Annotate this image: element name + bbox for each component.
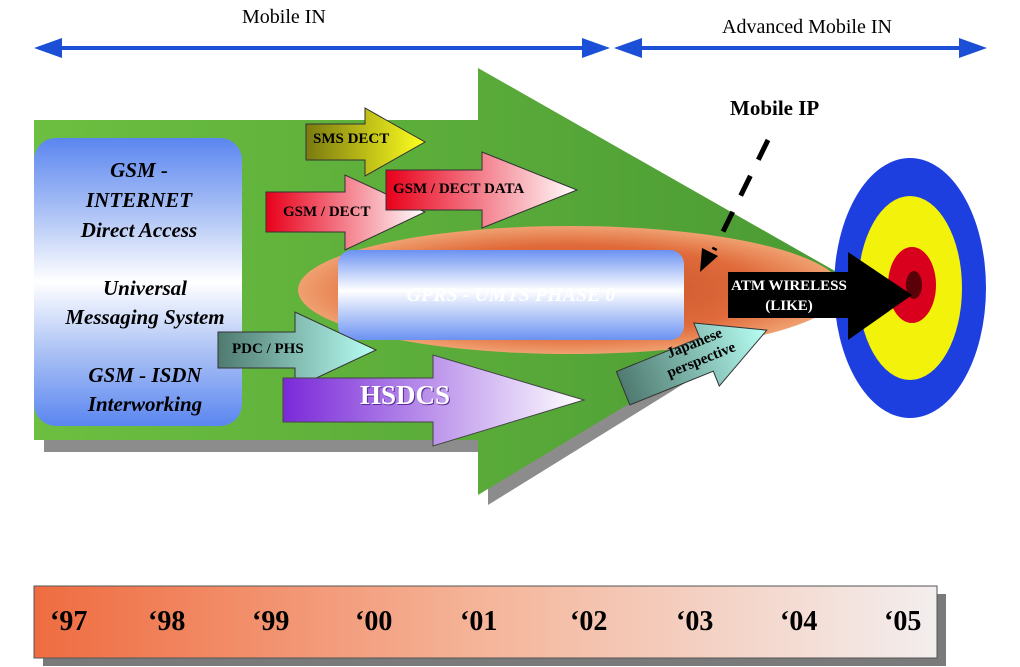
atm-wireless-arrow <box>728 252 912 340</box>
pdc-phs-label: PDC / PHS <box>232 341 304 357</box>
gsm-dect-label: GSM / DECT <box>283 204 371 220</box>
advanced-mobile-in-span-arrow <box>614 38 987 58</box>
gsm-internet-line-1: GSM - <box>110 158 168 182</box>
feature-box <box>34 138 242 426</box>
year-05: ‘05 <box>884 606 922 637</box>
timeline-bar <box>33 585 938 659</box>
year-01: ‘01 <box>460 606 498 637</box>
pdc-phs-arrow <box>217 311 378 389</box>
gsm-isdn-line-1: GSM - ISDN <box>88 363 202 387</box>
hsdcs-label: HSDCS <box>360 380 451 410</box>
japanese-perspective-arrow <box>615 322 768 406</box>
gsm-dect-data-label: GSM / DECT DATA <box>393 181 525 197</box>
gsm-internet-line-3: Direct Access <box>80 218 198 242</box>
atm-wireless-line-2: (LIKE) <box>765 298 813 314</box>
gsm-dect-arrow <box>265 174 427 251</box>
year-99: ‘99 <box>252 606 290 637</box>
year-97: ‘97 <box>50 606 88 637</box>
year-04: ‘04 <box>780 606 818 637</box>
year-00: ‘00 <box>355 606 393 637</box>
gprs-umts-bar <box>338 250 684 340</box>
gsm-isdn-line-2: Interworking <box>87 392 203 416</box>
atm-wireless-line-1: ATM WIRELESS <box>731 278 847 294</box>
target-icon <box>834 158 986 418</box>
mobile-in-label: Mobile IN <box>242 6 326 28</box>
mobile-ip-pointer-head <box>700 248 718 272</box>
ums-line-2: Messaging System <box>65 305 225 329</box>
sms-dect-label: SMS DECT <box>313 131 390 147</box>
year-98: ‘98 <box>148 606 186 637</box>
sms-dect-arrow <box>305 107 427 177</box>
year-03: ‘03 <box>676 606 714 637</box>
mobile-in-span-arrow <box>34 38 610 58</box>
hsdcs-arrow <box>282 354 586 447</box>
mobile-ip-pointer <box>711 138 771 252</box>
advanced-mobile-in-label: Advanced Mobile IN <box>722 16 892 38</box>
atm-wireless-label: ATM WIRELESS (LIKE) <box>730 276 848 316</box>
gsm-dect-data-arrow <box>385 151 579 229</box>
gsm-internet-line-2: INTERNET <box>85 188 193 212</box>
ums-line-1: Universal <box>103 276 187 300</box>
gprs-umts-label: GPRS - UMTS PHASE 0 <box>406 284 616 306</box>
year-02: ‘02 <box>570 606 608 637</box>
mobile-ip-label: Mobile IP <box>730 96 820 120</box>
